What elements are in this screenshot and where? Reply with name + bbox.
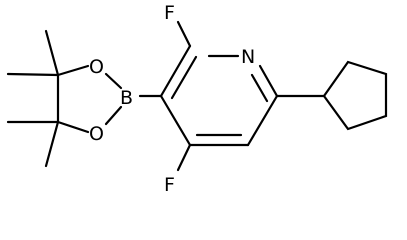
methyl-groups [6, 29, 60, 168]
methyl-bond [44, 29, 60, 77]
chemical-structure-diagram: N F F B O O [6, 2, 388, 196]
bond-n1-c6-inner [250, 73, 269, 103]
fluorine-atom-label-bottom: F [164, 174, 175, 196]
bond-c4-c3 [159, 94, 192, 147]
dioxaborolane-ring [56, 64, 123, 134]
bond-c3-c2-inner [170, 55, 198, 100]
bond-o-bottom-c [56, 120, 90, 134]
bond-c3-c2 [159, 44, 192, 98]
bond-n1-c6 [258, 64, 279, 98]
methyl-bond [44, 120, 60, 168]
bond-c4-f [176, 143, 192, 172]
oxygen-atom-label-bottom: O [89, 123, 104, 145]
pyridine-ring [159, 44, 279, 147]
cyclopentane-ring [322, 60, 388, 131]
nitrogen-atom-label: N [241, 46, 255, 68]
bond-c2-f [176, 20, 192, 48]
bond-b-o-bottom [104, 105, 123, 126]
bond-b-o-top [104, 72, 123, 90]
bond-c6-c5 [246, 94, 279, 147]
bond-o-top-c [56, 64, 90, 77]
methyl-bond [6, 72, 60, 77]
oxygen-atom-label-top: O [89, 56, 104, 78]
fluorine-atom-label-top: F [164, 2, 175, 24]
boron-atom-label: B [120, 87, 133, 109]
